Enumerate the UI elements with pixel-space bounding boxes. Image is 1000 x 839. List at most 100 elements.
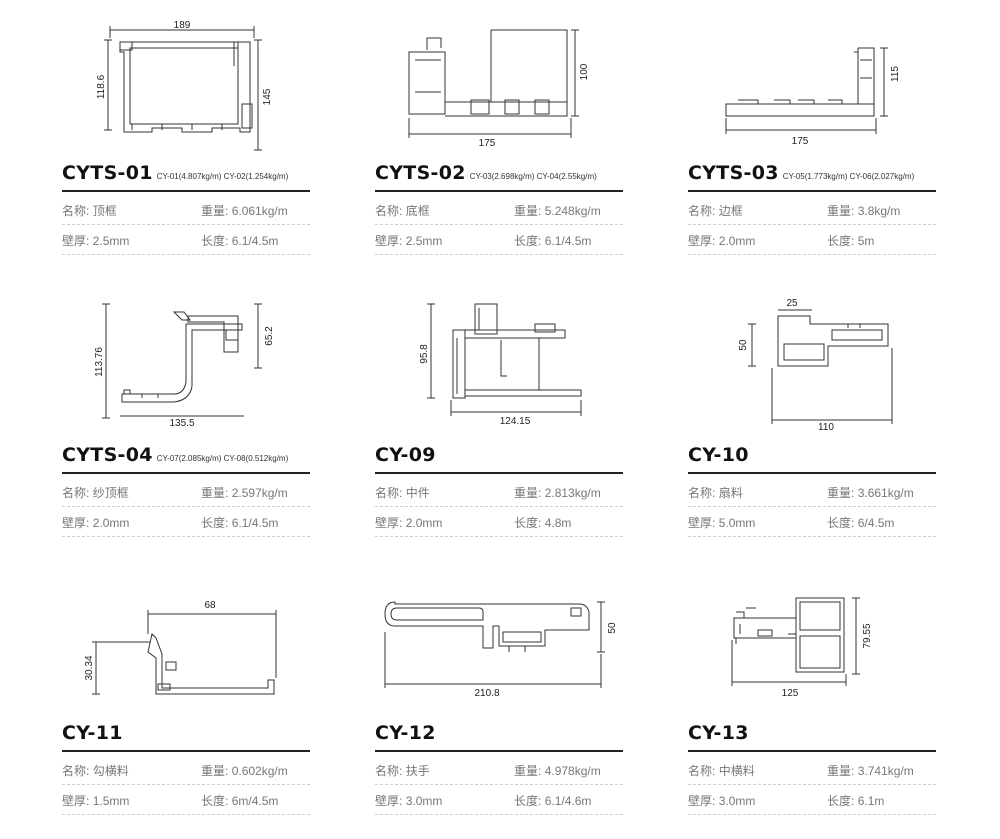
dim-height: 79.55 [862,623,873,648]
dim-height-right: 65.2 [264,326,275,346]
spec-row-1: 名称: 中件 重量: 2.813kg/m [375,478,623,507]
weight-value: 0.602kg/m [231,764,288,778]
profile-drawing: 115 175 [688,12,936,162]
profile-drawing: 100 175 [375,12,623,162]
dim-width: 124.15 [500,416,531,427]
dim-height: 95.8 [419,344,430,364]
name-label: 名称: [375,764,403,778]
length-label: 长度: [827,234,855,248]
length-value: 6.1/4.6m [544,794,592,808]
spec-row-2: 壁厚: 2.0mm 长度: 4.8m [375,508,623,537]
card-title: CY-12 [375,722,623,752]
weight-label: 重量: [514,764,542,778]
name-value: 勾横料 [92,764,129,778]
thickness-value: 2.0mm [92,516,130,530]
name-value: 纱顶框 [92,486,129,500]
thickness-value: 5.0mm [718,516,756,530]
spec-row-2: 壁厚: 5.0mm 长度: 6/4.5m [688,508,936,537]
weight-label: 重量: [827,204,855,218]
length-value: 6.1m [857,794,885,808]
weight-label: 重量: [201,204,229,218]
name-label: 名称: [62,204,90,218]
weight-label: 重量: [514,486,542,500]
dim-width-top: 25 [786,298,798,309]
profile-code: CY-10 [688,444,749,466]
weight-value: 4.978kg/m [544,764,601,778]
dim-width: 175 [792,136,809,147]
dim-height: 30.34 [84,655,95,680]
spec-row-1: 名称: 底框 重量: 5.248kg/m [375,196,623,225]
name-value: 中件 [405,486,430,500]
dim-height: 50 [738,339,749,351]
weight-label: 重量: [514,204,542,218]
name-value: 底框 [405,204,430,218]
name-label: 名称: [688,486,716,500]
name-label: 名称: [688,764,716,778]
profile-subcodes: CY-03(2.698kg/m) CY-04(2.55kg/m) [469,172,597,181]
spec-row-2: 壁厚: 2.5mm 长度: 6.1/4.5m [62,226,310,255]
length-value: 6.1/4.5m [544,234,592,248]
thickness-label: 壁厚: [688,234,716,248]
thickness-label: 壁厚: [62,794,90,808]
length-label: 长度: [514,234,542,248]
weight-label: 重量: [827,486,855,500]
spec-row-2: 壁厚: 1.5mm 长度: 6m/4.5m [62,786,310,815]
spec-row-1: 名称: 扇料 重量: 3.661kg/m [688,478,936,507]
spec-row-2: 壁厚: 2.0mm 长度: 5m [688,226,936,255]
length-label: 长度: [827,516,855,530]
profile-code: CY-13 [688,722,749,744]
profile-drawing: 113.76 65.2 135.5 [62,294,310,444]
card-title: CY-09 [375,444,623,474]
profile-code: CY-12 [375,722,436,744]
thickness-value: 2.5mm [92,234,130,248]
card-title: CY-11 [62,722,310,752]
profile-drawing: 50 210.8 [375,572,623,722]
length-value: 6.1/4.5m [231,234,279,248]
thickness-value: 3.0mm [405,794,443,808]
dim-height: 115 [890,66,901,82]
name-label: 名称: [375,204,403,218]
dim-height: 118.6 [96,74,107,99]
weight-value: 2.597kg/m [231,486,288,500]
profile-code: CY-11 [62,722,123,744]
length-value: 4.8m [544,516,572,530]
name-label: 名称: [62,764,90,778]
name-label: 名称: [62,486,90,500]
weight-value: 3.741kg/m [857,764,914,778]
spec-row-2: 壁厚: 3.0mm 长度: 6.1m [688,786,936,815]
dim-height: 113.76 [94,347,105,377]
dim-height-total: 145 [262,88,273,105]
profile-drawing: 79.55 125 [688,572,936,722]
weight-label: 重量: [827,764,855,778]
profile-subcodes: CY-05(1.773kg/m) CY-06(2.027kg/m) [782,172,915,181]
thickness-label: 壁厚: [375,516,403,530]
profile-drawing: 189 118.6 145 [62,12,310,162]
thickness-value: 2.5mm [405,234,443,248]
length-label: 长度: [201,516,229,530]
length-label: 长度: [514,794,542,808]
name-value: 顶框 [92,204,117,218]
thickness-value: 2.0mm [718,234,756,248]
card-title: CY-13 [688,722,936,752]
dim-height: 50 [607,622,618,634]
dim-width: 175 [479,138,496,149]
spec-row-1: 名称: 纱顶框 重量: 2.597kg/m [62,478,310,507]
thickness-value: 3.0mm [718,794,756,808]
name-value: 扶手 [405,764,430,778]
thickness-label: 壁厚: [688,794,716,808]
length-value: 5m [857,234,875,248]
spec-row-1: 名称: 边框 重量: 3.8kg/m [688,196,936,225]
length-label: 长度: [201,794,229,808]
length-label: 长度: [514,516,542,530]
spec-row-2: 壁厚: 2.0mm 长度: 6.1/4.5m [62,508,310,537]
weight-value: 2.813kg/m [544,486,601,500]
name-value: 边框 [718,204,743,218]
dim-width: 68 [204,600,216,611]
profile-code: CYTS-03 [688,162,779,184]
length-value: 6.1/4.5m [231,516,279,530]
profile-code: CYTS-01 [62,162,153,184]
